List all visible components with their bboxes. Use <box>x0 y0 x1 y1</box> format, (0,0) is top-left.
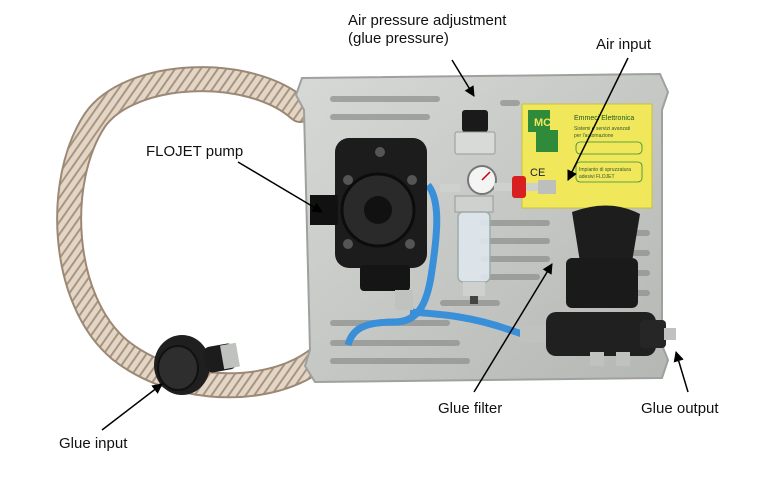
label-air-pressure-line2: (glue pressure) <box>348 30 449 47</box>
arrow-air-pressure <box>451 59 475 97</box>
arrow-glue-filter <box>473 263 553 393</box>
annotation-arrows <box>101 57 689 431</box>
arrow-air-input <box>567 57 629 181</box>
nameplate-company: Emmeci Elettronica <box>574 115 634 122</box>
label-glue-output: Glue output <box>641 400 719 417</box>
arrow-glue-input <box>101 383 163 431</box>
flojet-pump <box>310 138 427 310</box>
label-air-pressure-line1: Air pressure adjustment <box>348 12 507 29</box>
glue-hose <box>56 66 358 399</box>
label-air-pressure-adjustment: Air pressure adjustment (glue pressure) <box>348 12 506 48</box>
nameplate-line4: adesivi FLOJET <box>579 174 615 180</box>
arrow-glue-output <box>673 350 689 393</box>
glue-filter <box>520 205 676 366</box>
nameplate-line2: per l'automazione <box>574 133 614 139</box>
nameplate-line1: Sistemi e servizi avanzati <box>574 126 630 132</box>
nameplate-logo: MC <box>534 117 551 129</box>
air-input-valve <box>512 176 556 198</box>
svg-text:CE: CE <box>530 167 545 179</box>
label-air-input: Air input <box>596 36 652 53</box>
label-glue-input: Glue input <box>59 435 128 452</box>
label-flojet-pump: FLOJET pump <box>146 143 244 160</box>
arrow-flojet-pump <box>237 161 323 213</box>
label-glue-filter: Glue filter <box>438 400 503 417</box>
nameplate-line3: Impianto di spruzzatura <box>579 167 631 173</box>
glue-input-strainer <box>154 335 240 395</box>
